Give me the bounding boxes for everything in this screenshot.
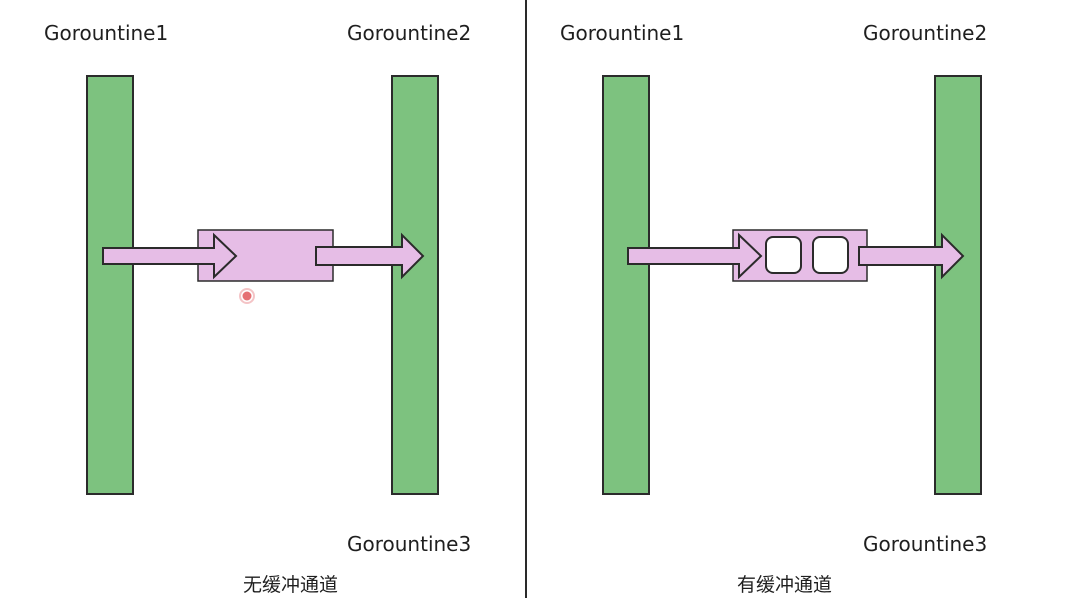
receive-arrow-left [315,232,425,280]
send-arrow-left [102,232,238,280]
goroutine-bar-left-1 [86,75,134,495]
send-arrow-right [627,232,763,280]
buffer-slot-2 [812,236,849,274]
caption-unbuffered: 无缓冲通道 [243,574,339,596]
caption-buffered: 有缓冲通道 [737,574,833,596]
goroutine-bar-right-2 [934,75,982,495]
label-goroutine3-left: Gorountine3 [347,532,472,556]
receive-arrow-right [858,232,965,280]
cursor-dot-halo [239,288,255,304]
label-goroutine2-left: Gorountine2 [347,21,472,45]
label-goroutine1-left: Gorountine1 [44,21,169,45]
buffer-slot-1 [765,236,802,274]
label-goroutine3-right: Gorountine3 [863,532,988,556]
goroutine-bar-right-1 [602,75,650,495]
label-goroutine2-right: Gorountine2 [863,21,988,45]
label-goroutine1-right: Gorountine1 [560,21,685,45]
goroutine-bar-left-2 [391,75,439,495]
cursor-dot [242,291,252,301]
